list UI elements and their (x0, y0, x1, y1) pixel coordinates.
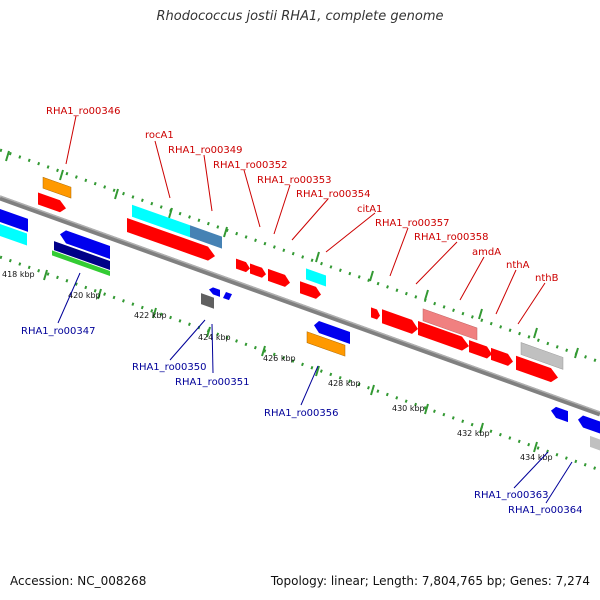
gene-ro00363-left (551, 406, 568, 423)
gene-ro00356 (306, 331, 346, 357)
genome-summary-text: Topology: linear; Length: 7,804,765 bp; … (270, 574, 590, 588)
gene-rocA1-cyan (132, 204, 190, 238)
gene-ro00356-blue (314, 320, 350, 344)
upper-ticks (5, 150, 579, 359)
gene-ro00353 (250, 263, 266, 278)
tick-label: 428 kbp (328, 379, 361, 388)
forward-genes (0, 176, 600, 451)
backbone-line (0, 195, 600, 417)
gene-label: RHA1_ro00346 (46, 106, 121, 117)
gene-ro00349-steel (190, 225, 222, 249)
gene-label: RHA1_ro00351 (175, 377, 250, 388)
tick-label: 422 kbp (134, 311, 167, 320)
bottom-leader-lines (57, 272, 573, 504)
gene-nthA (491, 347, 513, 366)
tick-label: 426 kbp (263, 354, 296, 363)
gene-nthB (516, 355, 558, 383)
gene-citA1 (300, 281, 321, 299)
gene-rocA1 (127, 217, 190, 252)
gene-ro00347-green (52, 250, 110, 276)
gene-amdA-pink (422, 308, 478, 341)
map-title: Rhodococcus jostii RHA1, complete genome (156, 9, 444, 24)
gene-ro00346 (38, 192, 66, 213)
gene-left-blue (0, 209, 28, 232)
gene-ro00357b (382, 309, 418, 334)
gene-label: RHA1_ro00357 (375, 218, 450, 229)
gene-ro00349 (183, 237, 215, 261)
gene-left-cyan (0, 224, 27, 246)
gene-ro00350 (209, 287, 220, 297)
gene-ro00346-orange (42, 176, 72, 199)
gene-label: RHA1_ro00363 (474, 490, 549, 501)
gene-label: RHA1_ro00349 (168, 145, 243, 156)
lower-dotted-line (0, 255, 600, 472)
gene-ro00364 (590, 435, 600, 451)
top-leader-lines (65, 115, 546, 325)
gene-ro00350b (223, 292, 232, 301)
gene-label: nthB (535, 273, 559, 284)
tick-label: 418 kbp (2, 270, 35, 279)
tick-label: 424 kbp (198, 333, 231, 342)
forward-gene-labels: RHA1_ro00346 rocA1 RHA1_ro00349 RHA1_ro0… (46, 106, 559, 284)
tick-label: 420 kbp (68, 291, 101, 300)
gene-label: nthA (506, 260, 530, 271)
gene-ro00351 (201, 293, 214, 309)
gene-label: RHA1_ro00358 (414, 232, 489, 243)
gene-label: RHA1_ro00350 (132, 362, 207, 373)
lower-ticks (43, 269, 538, 453)
gene-ro00358 (418, 321, 469, 351)
gene-label: RHA1_ro00364 (508, 505, 583, 516)
gene-ro00354 (268, 268, 290, 287)
gene-label: RHA1_ro00352 (213, 160, 288, 171)
accession-text: Accession: NC_008268 (10, 574, 147, 588)
reverse-gene-labels: RHA1_ro00347 RHA1_ro00350 RHA1_ro00351 R… (21, 326, 583, 516)
gene-label: RHA1_ro00356 (264, 408, 339, 419)
gene-nthB-gray (520, 342, 564, 370)
tick-label: 434 kbp (520, 453, 553, 462)
gene-label: amdA (472, 247, 501, 258)
gene-ro00347 (60, 230, 110, 259)
upper-dotted-line (0, 148, 600, 364)
gene-ro00352 (236, 258, 250, 273)
tick-label: 432 kbp (457, 429, 490, 438)
gene-label: RHA1_ro00347 (21, 326, 96, 337)
tick-label: 430 kbp (392, 404, 425, 413)
gene-label: RHA1_ro00354 (296, 189, 371, 200)
gene-ro00363 (578, 415, 600, 434)
gene-label: rocA1 (145, 130, 174, 141)
tick-labels: 418 kbp 420 kbp 422 kbp 424 kbp 426 kbp … (2, 270, 553, 462)
gene-citA1-cyan (306, 268, 326, 287)
gene-ro00357 (371, 307, 380, 320)
gene-label: RHA1_ro00353 (257, 175, 332, 186)
gene-label: citA1 (357, 204, 382, 215)
gene-amdA (469, 340, 492, 359)
gene-ro00347-dark (54, 241, 110, 270)
